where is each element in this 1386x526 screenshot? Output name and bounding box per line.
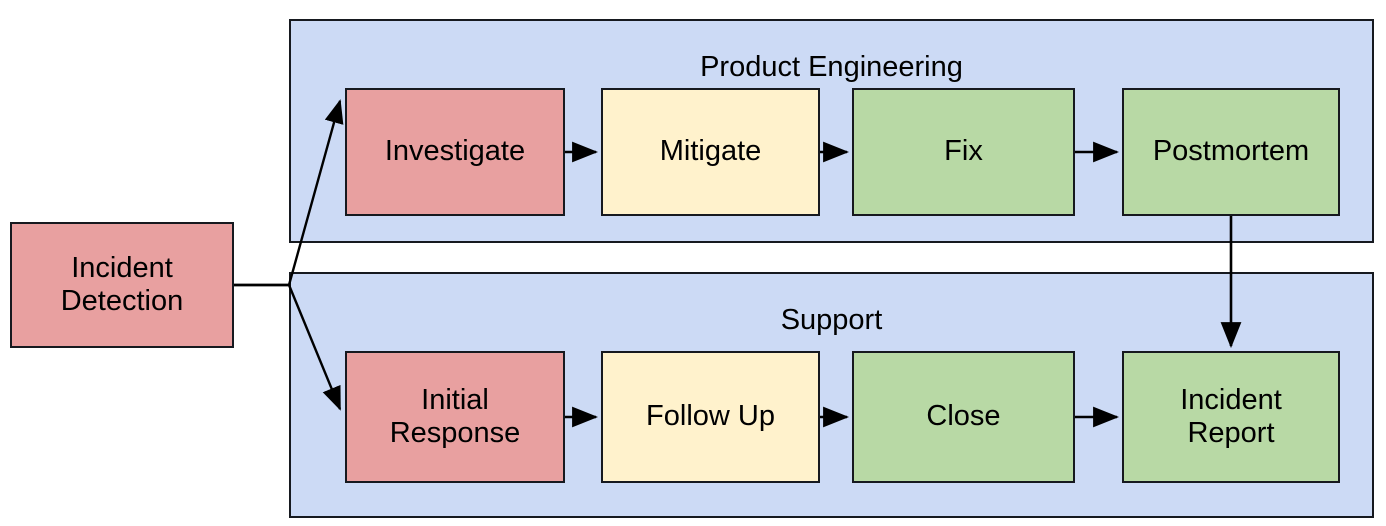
node-mitigate[interactable]: Mitigate [601, 88, 820, 216]
swimlane-title-product-engineering: Product Engineering [700, 51, 963, 83]
node-incident-detection[interactable]: Incident Detection [10, 222, 234, 348]
node-follow-up[interactable]: Follow Up [601, 351, 820, 483]
edge-detection-to-initial-response [234, 283, 342, 411]
node-investigate[interactable]: Investigate [345, 88, 565, 216]
node-fix[interactable]: Fix [852, 88, 1075, 216]
node-postmortem[interactable]: Postmortem [1122, 88, 1340, 216]
node-initial-response[interactable]: Initial Response [345, 351, 565, 483]
node-incident-report[interactable]: Incident Report [1122, 351, 1340, 483]
swimlane-title-support: Support [780, 304, 883, 336]
node-close[interactable]: Close [852, 351, 1075, 483]
